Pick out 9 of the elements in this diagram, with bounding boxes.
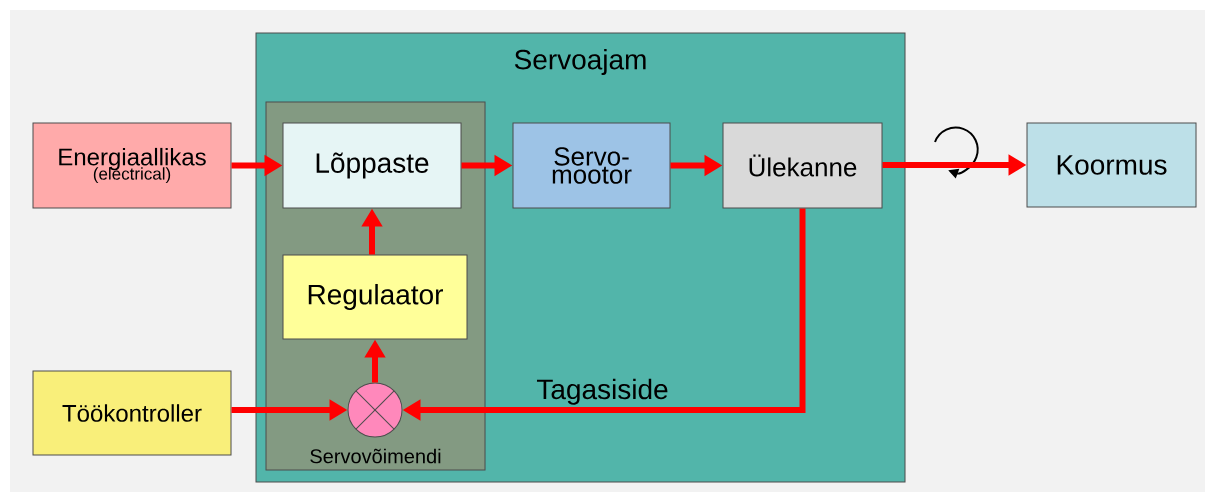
process-box: Servo- mootor — [512, 122, 671, 209]
process-box: Regulaator — [282, 254, 468, 340]
process-box: Ülekanne — [722, 122, 883, 209]
process-box: Lõppaste — [282, 122, 462, 209]
process-box: Koormus — [1026, 122, 1197, 208]
edge-label: Tagasiside — [537, 378, 668, 405]
process-box: Energiaallikas (electrical) — [32, 122, 232, 209]
summing-junction — [347, 382, 403, 438]
process-box: Töökontroller — [32, 370, 232, 456]
